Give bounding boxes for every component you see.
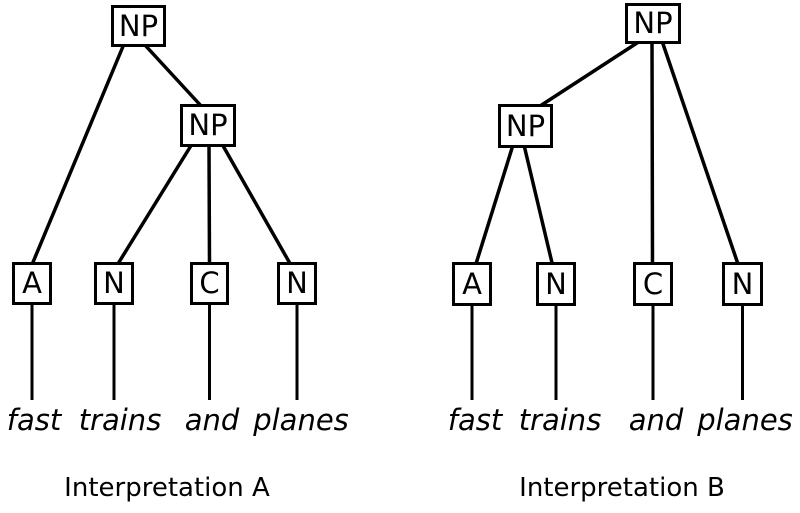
tree-b-caption: Interpretation B: [519, 473, 725, 503]
tree-a-root-node: NP: [111, 5, 166, 47]
tree-a-word-planes: planes: [253, 403, 349, 437]
tree-b-leaf-noun-1: N: [536, 262, 576, 306]
tree-b-word-trains: trains: [518, 403, 602, 437]
edge-a-phrase-to-N2: [220, 143, 294, 268]
edge-b-phrase-to-A: [473, 144, 515, 268]
tree-b-word-fast: fast: [447, 403, 503, 437]
edge-b-phrase-to-N1: [522, 144, 555, 268]
tree-b-leaf-conjunction: C: [633, 262, 673, 306]
tree-b-word-planes: planes: [697, 403, 793, 437]
tree-a-caption: Interpretation A: [64, 473, 270, 503]
tree-a-word-trains: trains: [78, 403, 162, 437]
tree-a-leaf-conjunction: C: [190, 262, 229, 305]
edge-b-root-to-C: [650, 40, 655, 268]
edge-a-root-to-phrase: [142, 42, 205, 110]
tree-b-root-node: NP: [625, 3, 681, 44]
tree-b-word-and: and: [628, 403, 684, 437]
edge-a-root-to-A: [29, 43, 126, 268]
tree-a-phrase-node: NP: [180, 104, 236, 147]
edge-b-root-to-N2: [660, 40, 741, 268]
edge-b-root-to-phrase: [536, 39, 641, 110]
tree-b-phrase-node: NP: [498, 104, 553, 148]
tree-a-leaf-noun-2: N: [277, 262, 317, 305]
tree-a-word-fast: fast: [6, 403, 62, 437]
tree-b-leaf-noun-2: N: [722, 262, 763, 306]
edge-a-phrase-to-C: [207, 143, 212, 268]
tree-a-leaf-noun-1: N: [94, 262, 134, 305]
edge-a-phrase-to-N1: [114, 143, 194, 268]
tree-a-word-and: and: [184, 403, 240, 437]
tree-b-leaf-adjective: A: [452, 262, 492, 306]
tree-a-leaf-adjective: A: [12, 262, 52, 305]
